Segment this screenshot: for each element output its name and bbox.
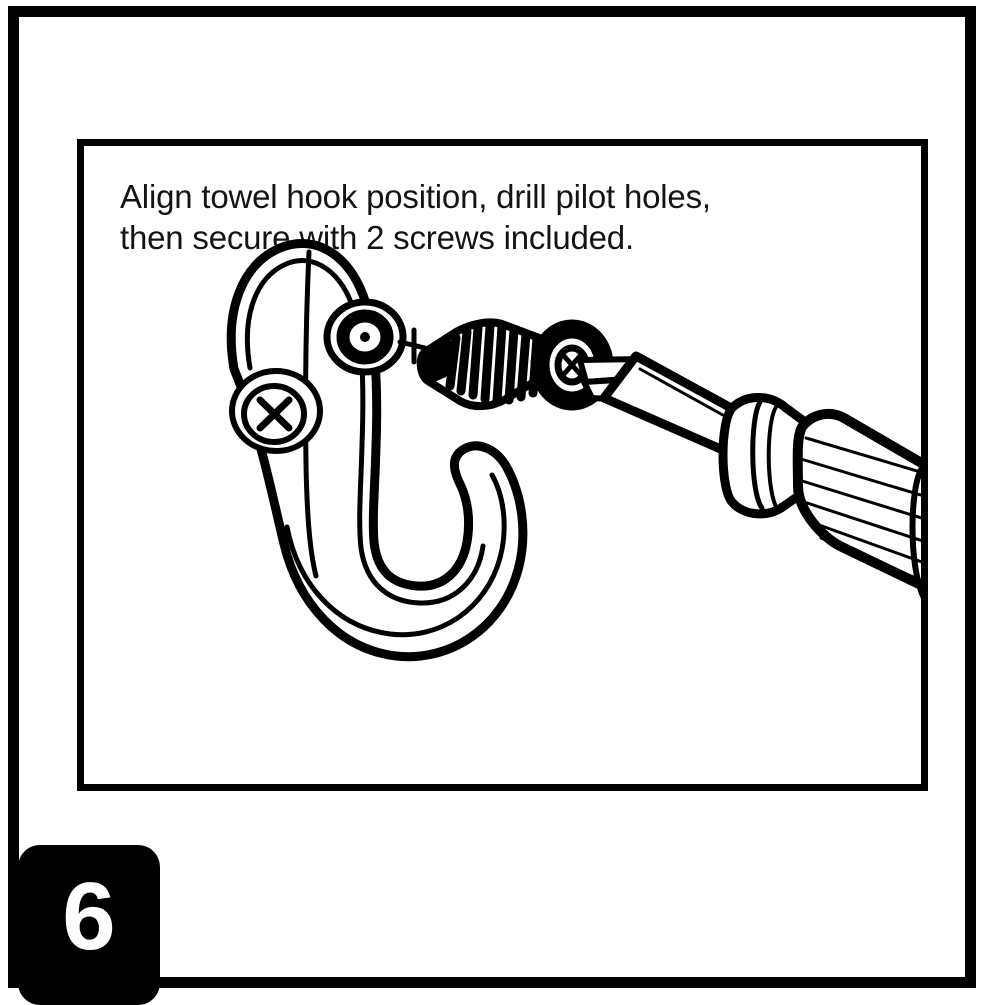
illustration-area [84,146,921,784]
handle-end-cap [909,465,921,599]
handle-ribs [797,436,921,582]
instruction-caption: Align towel hook position, drill pilot h… [120,178,711,256]
towel-hook-installation-diagram [226,239,921,662]
instruction-panel: Align towel hook position, drill pilot h… [77,139,928,791]
towel-hook-part [226,239,528,662]
step-number-badge: 6 [18,845,160,1005]
open-pilot-hole [323,298,407,376]
step-number: 6 [62,863,116,970]
wood-screw-part [416,318,614,411]
backplate-center-ridge [303,249,319,579]
screw-tip [421,340,454,385]
hook-body-inner-relief [244,258,486,606]
phillips-cross-icon [256,396,293,432]
bolster-ring-line-1 [750,399,765,511]
screwdriver-shaft-highlight [638,367,741,426]
screwdriver-part [577,351,921,599]
installed-phillips-screw [229,368,323,454]
bolster-ring-line-2 [766,405,780,512]
hook-curve-inner [284,472,507,638]
